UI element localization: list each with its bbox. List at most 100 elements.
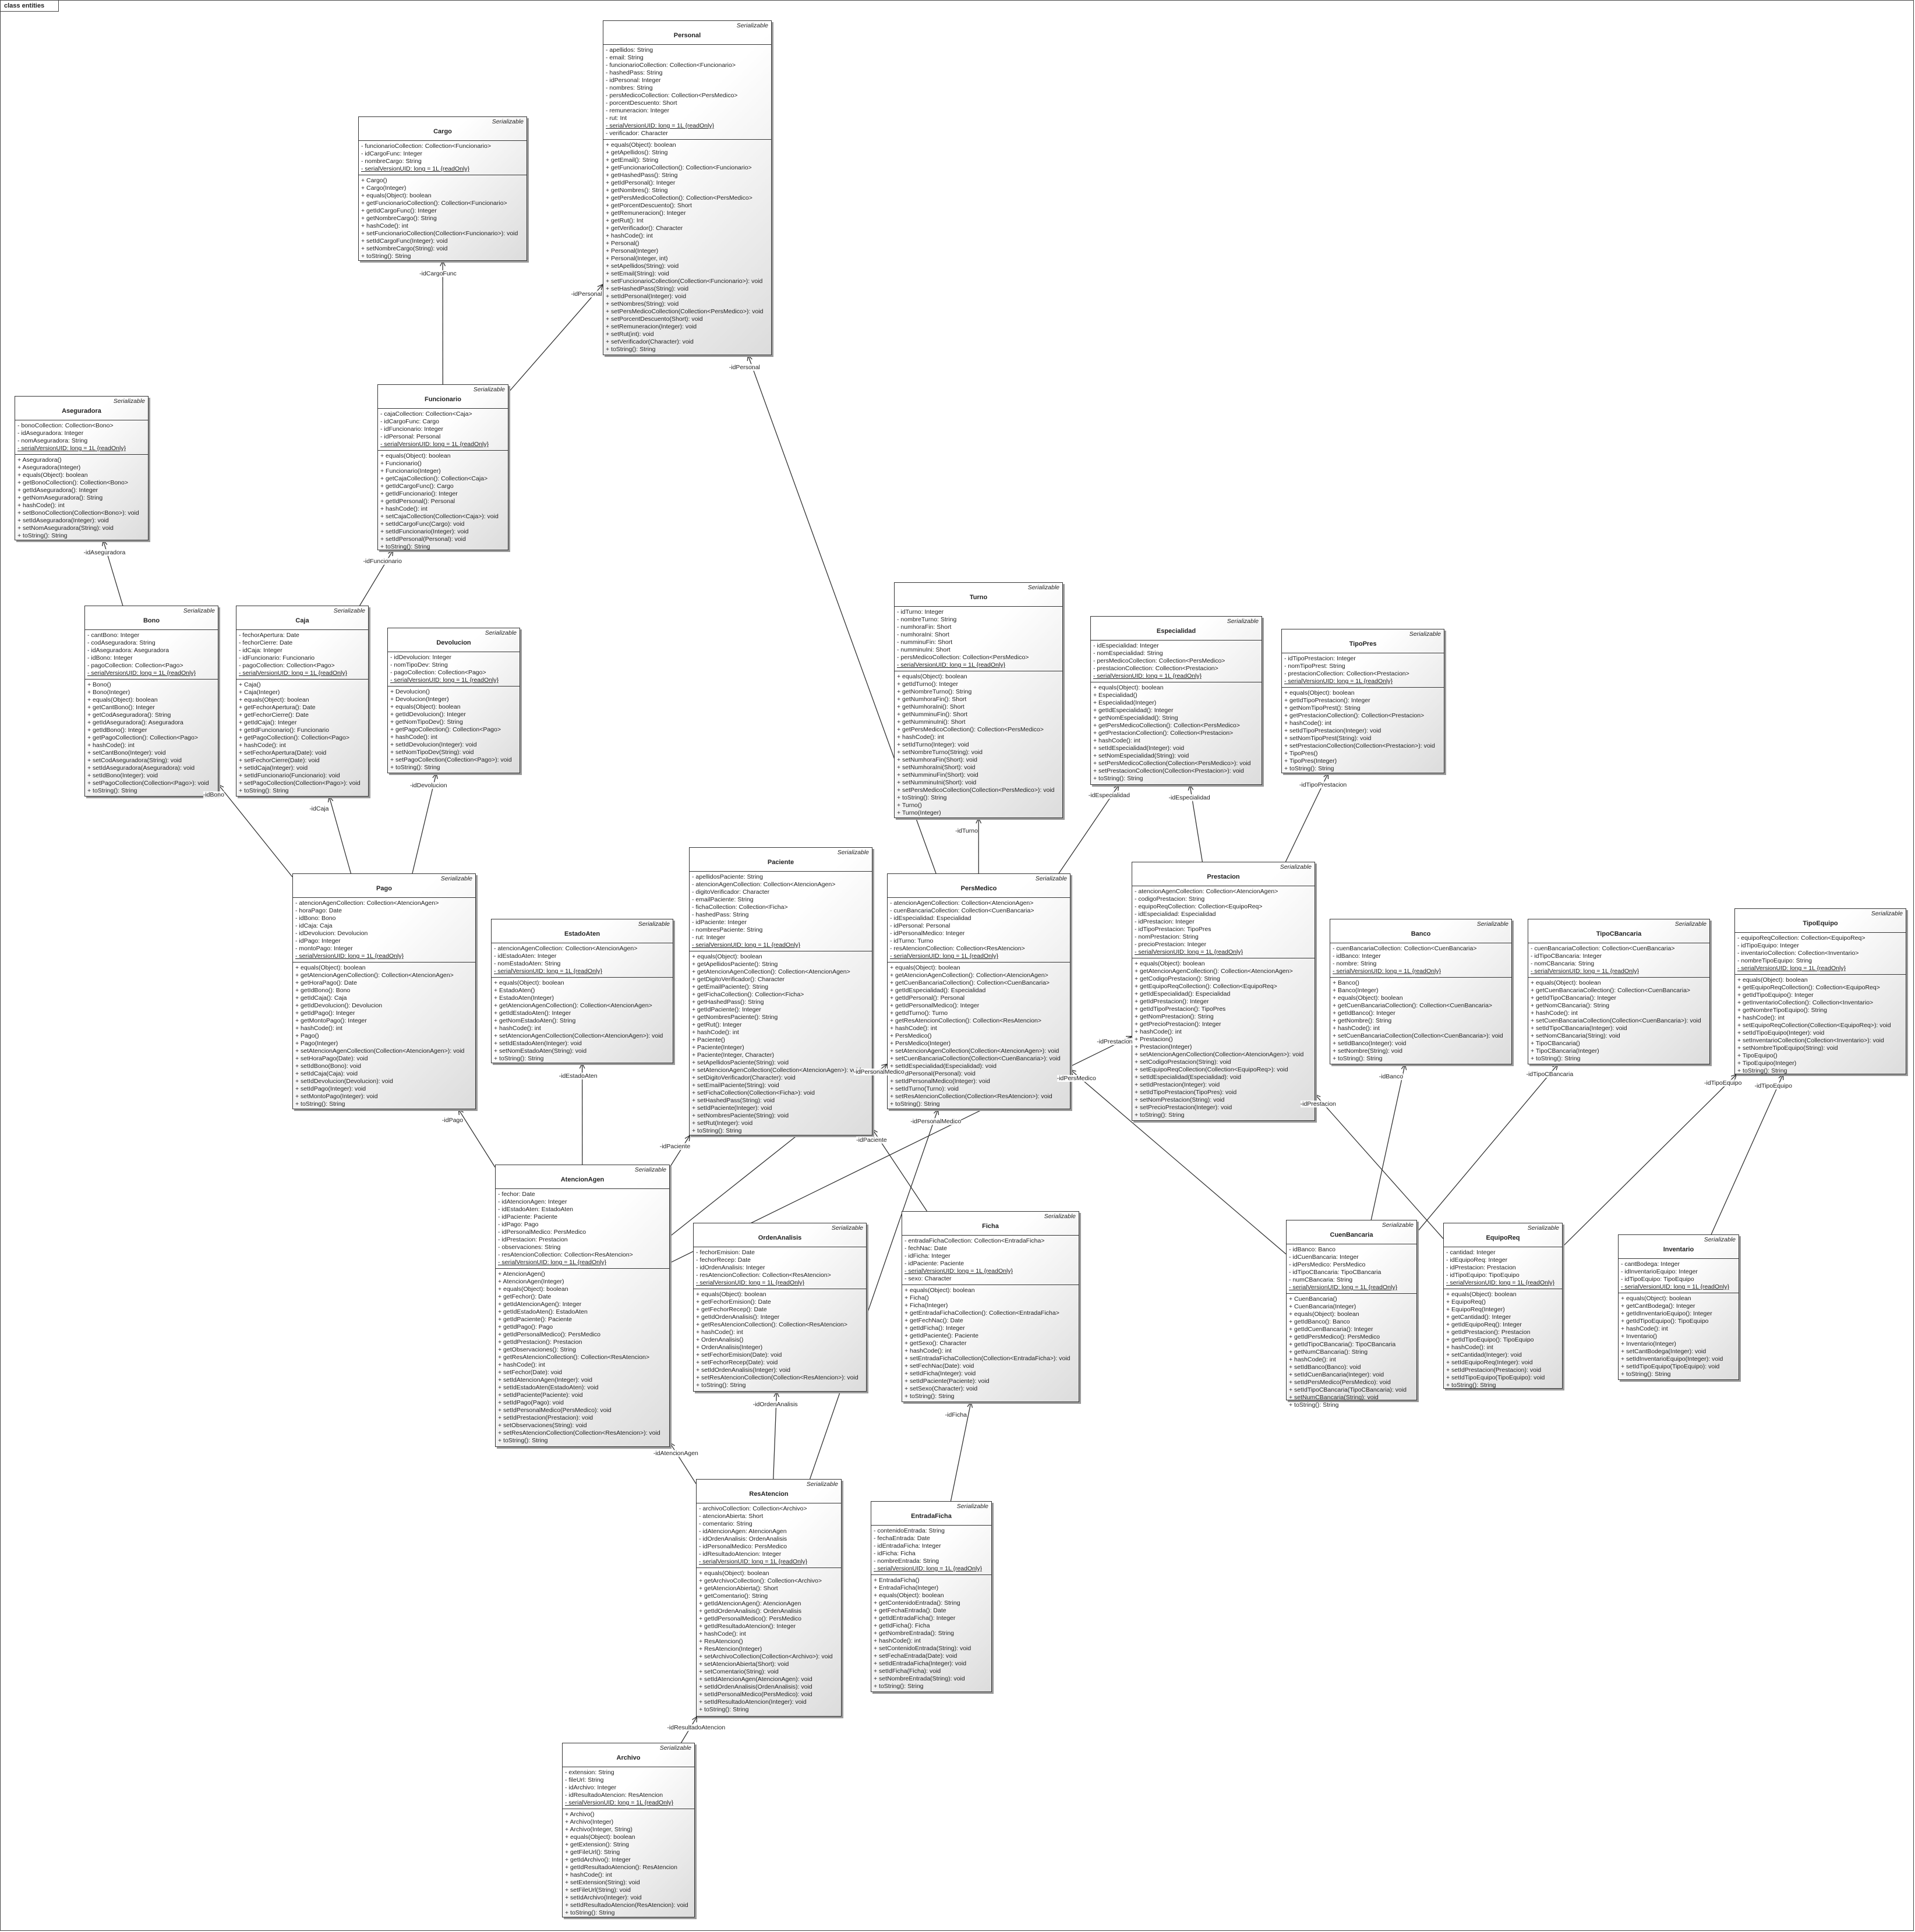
operation-row: + toString(): String: [1446, 1382, 1560, 1389]
operation-row: + equals(Object): boolean: [1093, 684, 1259, 692]
attribute-text: - numminuIni: Short: [897, 646, 951, 653]
class-name: EntradaFicha: [911, 1513, 952, 1520]
operation-row: + hashCode(): int: [692, 1029, 870, 1036]
operation-compartment: + Devolucion()+ Devolucion(Integer)+ equ…: [388, 686, 520, 773]
operation-text: + setIdFicha(Integer): void: [904, 1370, 976, 1377]
class-name: Ficha: [982, 1223, 999, 1230]
operation-row: + toString(): String: [692, 1127, 870, 1135]
attribute-text: - serialVersionUID: long = 1L {readOnly}: [904, 1268, 1013, 1275]
operation-text: + getIdEstadoAten(): Integer: [494, 1010, 571, 1017]
operation-row: + getIdPrestacion(): Integer: [1135, 998, 1312, 1006]
operation-text: + toString(): String: [87, 787, 137, 794]
operation-text: + getNomTipoPrest(): String: [1284, 705, 1361, 712]
operation-text: + getIdPaciente(): Paciente: [498, 1316, 572, 1323]
operation-row: + Paciente(Integer, Character): [692, 1052, 870, 1059]
operation-text: + setNomCBancaria(String): void: [1531, 1032, 1620, 1039]
attribute-row: - precioPrestacion: Integer: [1135, 941, 1312, 949]
role-label: -idBono: [203, 791, 224, 798]
operation-text: + setIdPersMedico(PersMedico): void: [1289, 1379, 1391, 1386]
operation-row: + getIdCaja(): Integer: [239, 719, 366, 727]
operation-row: + EquipoReq(Integer): [1446, 1306, 1560, 1314]
attribute-text: - idPersonal: Personal: [380, 433, 441, 440]
association-line: [1370, 1064, 1405, 1220]
class-stereotype: Serializable: [1409, 631, 1441, 638]
operation-text: + setFechorApertura(Date): void: [239, 749, 327, 756]
operation-compartment: + equals(Object): boolean+ getEquipoReqC…: [1735, 974, 1906, 1077]
operation-row: + setApellidos(String): void: [606, 263, 769, 270]
attribute-row: - idResultadoAtencion: Integer: [699, 1551, 839, 1558]
operation-text: + toString(): String: [380, 543, 430, 550]
operation-text: + setIdBono(Integer): void: [87, 772, 158, 779]
operation-row: + getIdFicha(): Integer: [904, 1325, 1076, 1332]
attribute-text: - bonoCollection: Collection<Bono>: [17, 422, 114, 429]
operation-row: + getEquipoReqCollection(): Collection<E…: [1135, 983, 1312, 990]
attribute-text: - nomTipoPrest: String: [1284, 663, 1345, 670]
operation-text: + getIdPaciente(): Paciente: [904, 1332, 978, 1339]
operation-text: + Ficha(): [904, 1294, 929, 1301]
operation-text: + getNumCBancaria(): String: [1289, 1349, 1368, 1356]
attribute-text: - horaPago: Date: [295, 907, 342, 914]
attribute-compartment: - apellidos: String- email: String- func…: [603, 44, 771, 139]
operation-text: + getPrestacionCollection(): Collection<…: [1284, 712, 1425, 719]
operation-row: + hashCode(): int: [696, 1329, 864, 1336]
operation-row: + getFechorEmision(): Date: [696, 1298, 864, 1306]
operation-text: + PersMedico(): [890, 1032, 932, 1039]
operation-row: + Inventario(Integer): [1621, 1340, 1736, 1348]
operation-row: + Devolucion(): [390, 688, 517, 696]
operation-row: + getIdTipoCBancaria(): Integer: [1531, 995, 1707, 1002]
attribute-row: - serialVersionUID: long = 1L {readOnly}: [699, 1558, 839, 1566]
attribute-row: - serialVersionUID: long = 1L {readOnly}: [1333, 968, 1509, 975]
operation-compartment: + equals(Object): boolean+ getApellidosP…: [690, 951, 872, 1137]
operation-row: + setNomTipoPrest(String): void: [1284, 735, 1441, 742]
operation-text: + getCuenBancariaCollection(): Collectio…: [890, 979, 1050, 986]
operation-row: + Personal(): [606, 240, 769, 247]
attribute-text: - nombres: String: [606, 84, 653, 91]
operation-text: + setEquipoReqCollection(Collection<Equi…: [1135, 1066, 1288, 1073]
attribute-row: - idDevolucion: Devolucion: [295, 930, 473, 937]
operation-text: + hashCode(): int: [696, 1329, 743, 1336]
operation-text: + setMontoPago(Integer): void: [295, 1093, 378, 1100]
operation-row: + setIdPersonal(Integer): void: [606, 293, 769, 300]
attribute-row: - idCaja: Caja: [295, 922, 473, 930]
attribute-text: - fechorApertura: Date: [239, 632, 299, 639]
attribute-text: - serialVersionUID: long = 1L {readOnly}: [1284, 678, 1393, 685]
operation-row: + getNomTipoPrest(): String: [1284, 705, 1441, 712]
operation-text: + setIdOrdenAnalisis(Integer): void: [696, 1367, 790, 1374]
operation-row: + getIdPersonal(): Integer: [606, 179, 769, 187]
operation-row: + toString(): String: [699, 1706, 839, 1714]
operation-text: + getPorcentDescuento(): Short: [606, 202, 692, 209]
attribute-text: - numCBancaria: String: [1289, 1276, 1353, 1283]
attribute-text: - cantBodega: Integer: [1621, 1261, 1680, 1268]
operation-row: + equals(Object): boolean: [1531, 979, 1707, 987]
operation-row: + setNumminuIni(Short): void: [897, 779, 1060, 787]
attribute-row: - idEstadoAten: Integer: [494, 953, 670, 960]
